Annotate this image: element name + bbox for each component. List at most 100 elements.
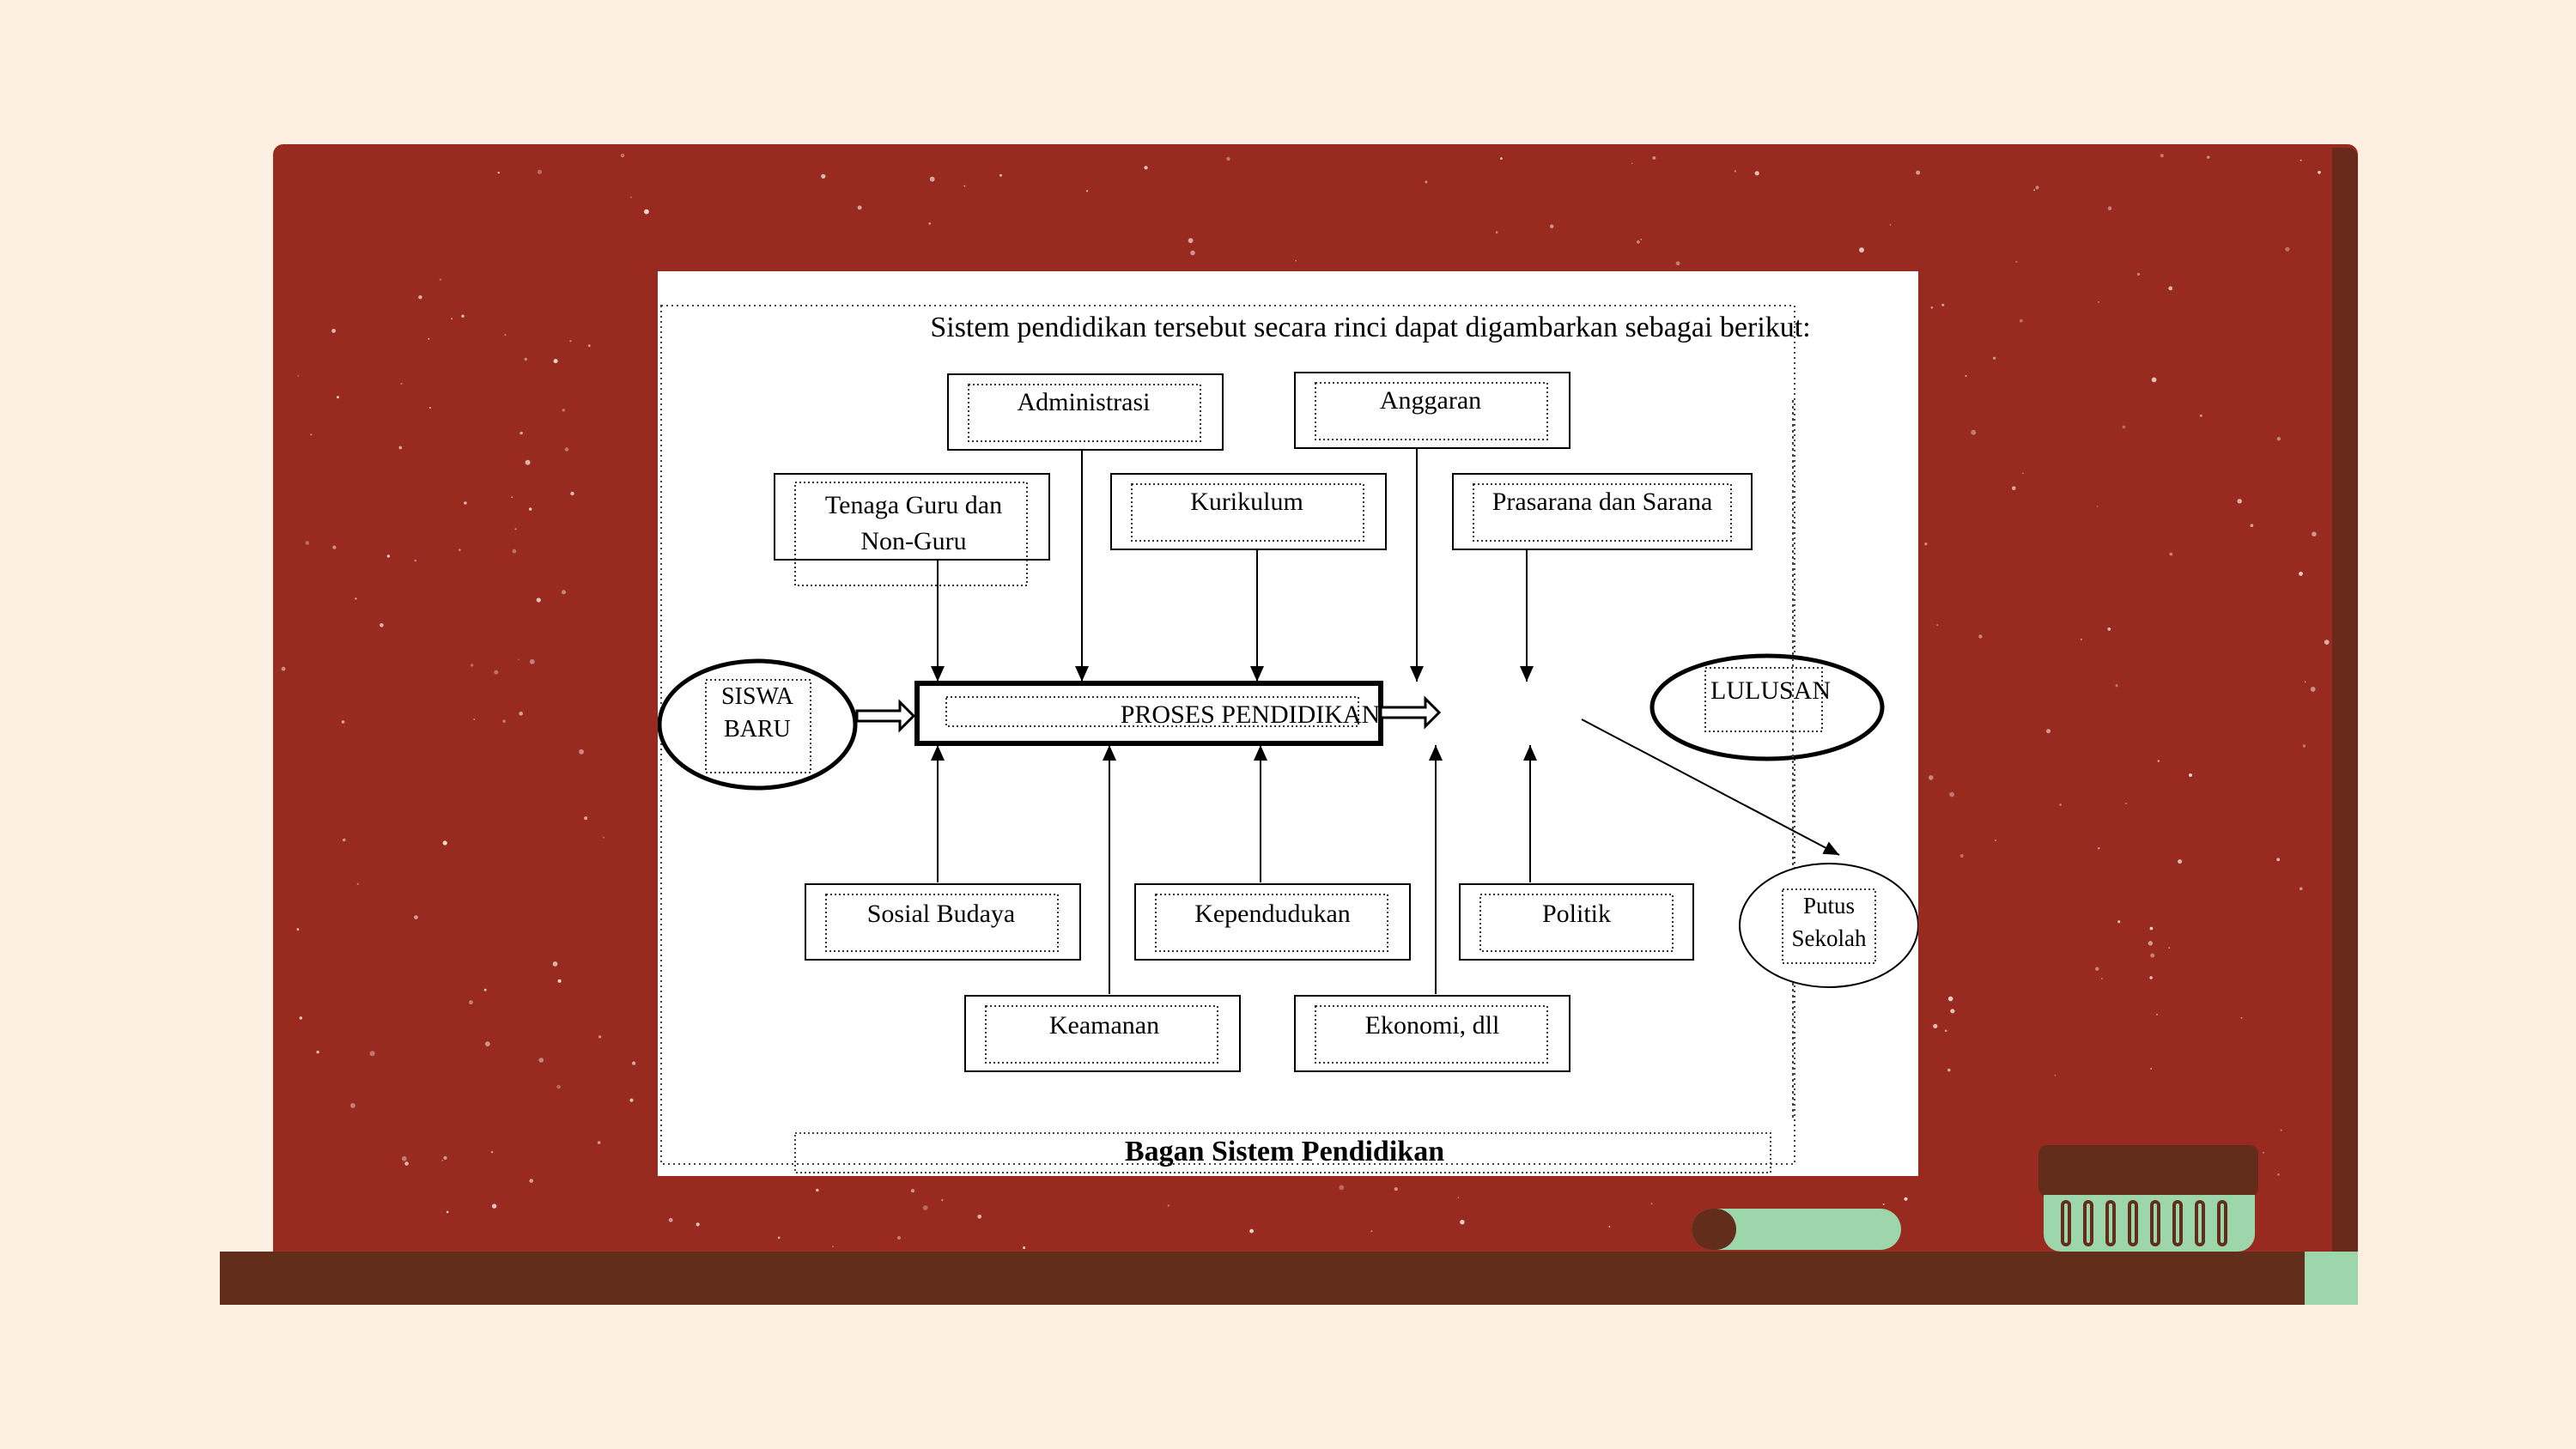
kurikulum-box: Kurikulum (1110, 473, 1387, 550)
chalk-speck (1995, 840, 1996, 841)
chalk-speck (418, 295, 422, 300)
chalk-speck (1167, 1204, 1170, 1207)
chalk-speck (485, 1041, 490, 1046)
chalk-speck (2096, 505, 2099, 507)
chalk-speck (2207, 155, 2210, 159)
chalk-speck (398, 446, 403, 450)
chalk-speck (2300, 159, 2302, 161)
chalk-speck (2148, 941, 2153, 946)
chalk-speck (629, 196, 632, 198)
chalk-speck (502, 719, 506, 723)
eraser-ridge (2195, 1200, 2205, 1246)
chalk-speck (562, 409, 566, 412)
chalk-speck (1965, 374, 1967, 377)
chalk-speck (2149, 926, 2154, 931)
chalk-speck (552, 961, 558, 967)
chalk-speck (538, 1058, 544, 1063)
chalk-speck (518, 658, 519, 661)
chalk-speck (1460, 1220, 1465, 1225)
chalk-speck (1226, 156, 1230, 161)
chalk-speck (857, 205, 862, 210)
chalk-speck (483, 988, 487, 991)
anggaran-label: Anggaran (1380, 386, 1481, 415)
chalk-speck (2240, 1016, 2243, 1019)
chalk-speck (1675, 261, 1680, 266)
eraser-pad (2044, 1195, 2255, 1252)
chalk-speck (2169, 552, 2173, 556)
chalk-speck (2151, 377, 2157, 383)
chalk-speck (1652, 156, 1656, 160)
chalk-speck (832, 1246, 834, 1247)
chalk-speck (414, 915, 418, 919)
chalk-speck (529, 1179, 533, 1183)
chalk-speck (497, 172, 500, 174)
chalkboard-side-edge (2332, 148, 2358, 1286)
chalk-speck (2302, 744, 2306, 748)
politik-label: Politik (1542, 900, 1611, 928)
kependudukan-box: Kependudukan (1134, 883, 1411, 961)
chalk-speck (331, 329, 336, 333)
diagram-caption: Bagan Sistem Pendidikan (1125, 1136, 1444, 1167)
chalk-speck (1339, 1185, 1345, 1191)
chalk-speck (2285, 246, 2290, 252)
chalk-speck (777, 1236, 781, 1240)
chalk-speck (2199, 414, 2202, 417)
chalk-stick-tip (1692, 1209, 1736, 1250)
chalk-speck (1188, 238, 1194, 244)
chalk-speck (2033, 189, 2036, 191)
chalk-speck (1941, 303, 1945, 306)
chalk-speck (343, 838, 346, 842)
chalk-speck (473, 718, 476, 720)
chalk-speck (644, 209, 649, 215)
chalk-speck (2318, 171, 2321, 174)
chalk-speck (1859, 247, 1864, 253)
chalk-speck (2012, 486, 2016, 490)
chalk-speck (1086, 190, 1089, 192)
chalk-speck (2022, 472, 2024, 475)
chalk-speck (519, 431, 523, 435)
chalk-speck (929, 176, 935, 182)
chalk-speck (2262, 1151, 2265, 1155)
chalk-speck (1947, 996, 1953, 1002)
eraser-ridge (2217, 1200, 2227, 1246)
chalk-speck (2189, 773, 2192, 777)
chalk-speck (1394, 1187, 1398, 1191)
chalk-speck (1947, 1068, 1951, 1072)
tenaga-guru-label-line2: Non-Guru (860, 527, 966, 555)
chalk-speck (1650, 1203, 1653, 1205)
chalk-speck (816, 1188, 819, 1192)
chalk-speck (386, 555, 390, 558)
chalk-speck (1550, 224, 1554, 228)
chalk-speck (569, 340, 572, 343)
chalk-speck (514, 528, 517, 530)
chalk-speck (380, 623, 384, 627)
chalk-speck (1978, 634, 1983, 639)
chalk-speck (2250, 524, 2254, 527)
chalk-speck (2157, 760, 2160, 762)
chalk-speck (1993, 356, 1996, 360)
keamanan-box: Keamanan (964, 995, 1241, 1072)
ekonomi-label: Ekonomi, dll (1365, 1011, 1500, 1040)
eraser-ridge (2061, 1200, 2071, 1246)
chalk-speck (2160, 154, 2164, 158)
chalk-speck (512, 549, 517, 554)
chalk-speck (2300, 887, 2303, 891)
chalk-speck (2098, 847, 2100, 850)
chalk-speck (459, 549, 461, 551)
chalk-speck (536, 597, 541, 603)
chalk-speck (603, 836, 605, 839)
ledge-end-cap (2305, 1252, 2358, 1305)
chalk-speck (2046, 729, 2051, 734)
chalk-speck (529, 658, 535, 664)
chalk-speck (2150, 953, 2155, 958)
politik-box: Politik (1459, 883, 1694, 961)
chalk-speck (464, 501, 467, 505)
chalk-speck (428, 406, 431, 409)
chalk-speck (469, 1000, 473, 1005)
proses-pendidikan-box: PROSES PENDIDIKAN (914, 681, 1383, 746)
chalk-speck (494, 670, 499, 675)
chalk-speck (2310, 687, 2316, 692)
chalk-speck (2150, 1068, 2153, 1070)
chalk-speck (1959, 854, 1964, 858)
siswa-baru-label-line1: SISWA (721, 683, 794, 710)
